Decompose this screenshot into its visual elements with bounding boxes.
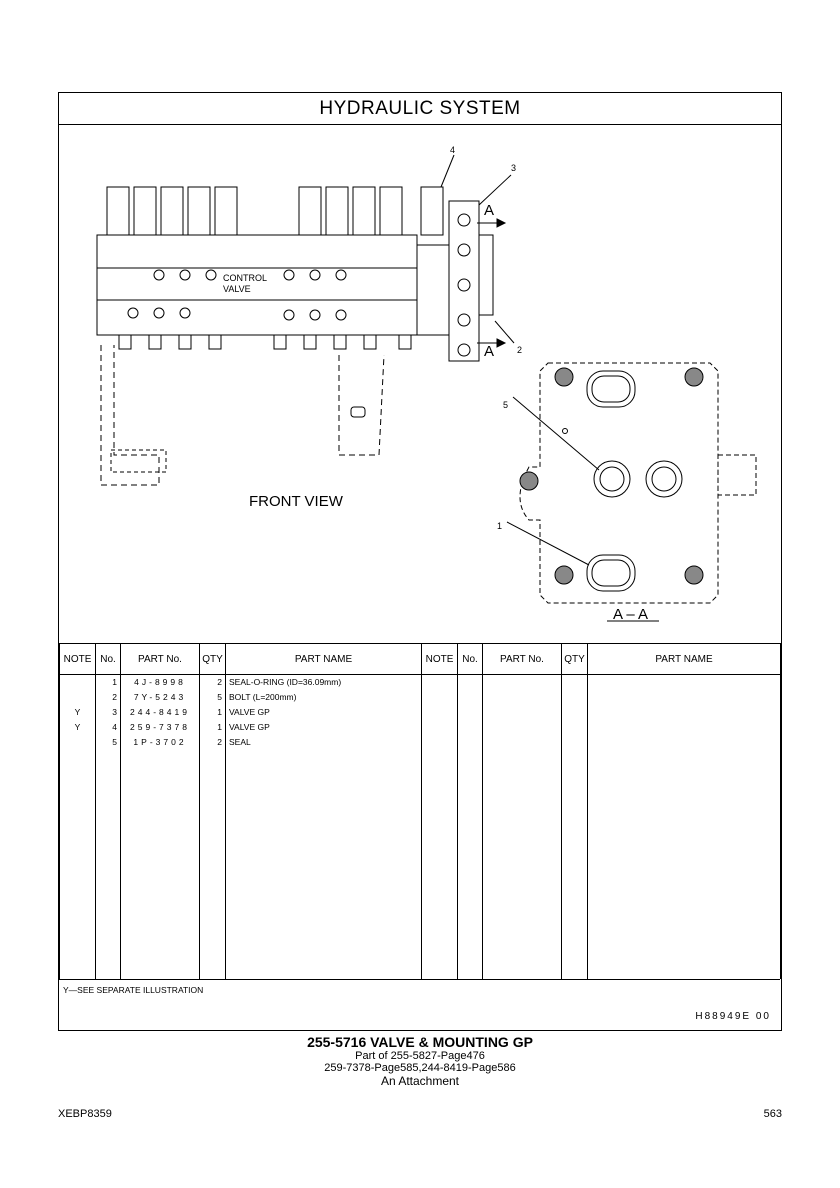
hydraulic-drawing (96, 154, 757, 622)
page-refs: 259-7378-Page585,244-8419-Page586 (324, 1062, 516, 1074)
control-valve-label: CONTROL VALVE (223, 273, 268, 294)
page-number: 563 (763, 1108, 782, 1120)
col-note: NOTE (59, 643, 96, 675)
col-qty: QTY (199, 643, 226, 675)
table-row: Y 4 259-7378 1 VALVE GP (59, 720, 781, 735)
page-title: HYDRAULIC SYSTEM (59, 93, 781, 125)
table-row: 1 4J-8998 2 SEAL-O-RING (ID=36.09mm) (59, 674, 781, 690)
col-note-2: NOTE (421, 643, 458, 675)
parts-table-header: NOTE No. PART No. QTY PART NAME NOTE No.… (59, 643, 781, 675)
col-qty-2: QTY (561, 643, 588, 675)
parts-table: NOTE No. PART No. QTY PART NAME NOTE No.… (59, 643, 781, 979)
group-title: 255-5716 VALVE & MOUNTING GP (307, 1034, 533, 1050)
section-marker-bottom: A (484, 343, 495, 360)
callout-1: 1 (497, 521, 503, 531)
callout-4: 4 (450, 145, 456, 155)
table-row: Y 3 244-8419 1 VALVE GP (59, 705, 781, 720)
callout-2: 2 (517, 345, 523, 355)
section-a-a-label: A – A (613, 606, 649, 623)
col-part-name: PART NAME (225, 643, 422, 675)
col-part-no: PART No. (120, 643, 200, 675)
document-id: XEBP8359 (58, 1108, 112, 1120)
col-no-2: No. (457, 643, 483, 675)
illustration-ref: H88949E 00 (695, 1011, 771, 1022)
front-view-label: FRONT VIEW (249, 493, 343, 510)
note-legend: Y—SEE SEPARATE ILLUSTRATION (59, 979, 780, 1001)
callout-5: 5 (503, 400, 509, 410)
attachment-label: An Attachment (380, 1074, 460, 1088)
parts-sheet-frame: HYDRAULIC SYSTEM (58, 92, 782, 1031)
table-row: 2 7Y-5243 5 BOLT (L=200mm) (59, 690, 781, 705)
section-a-a-plate (519, 362, 719, 604)
callout-3: 3 (511, 163, 517, 173)
section-marker-top: A (484, 202, 495, 219)
part-of-ref: Part of 255-5827-Page476 (355, 1050, 485, 1062)
table-row: 5 1P-3702 2 SEAL (59, 735, 781, 750)
col-no: No. (95, 643, 121, 675)
col-part-name-2: PART NAME (587, 643, 781, 675)
col-part-no-2: PART No. (482, 643, 562, 675)
table-filler (59, 750, 781, 979)
